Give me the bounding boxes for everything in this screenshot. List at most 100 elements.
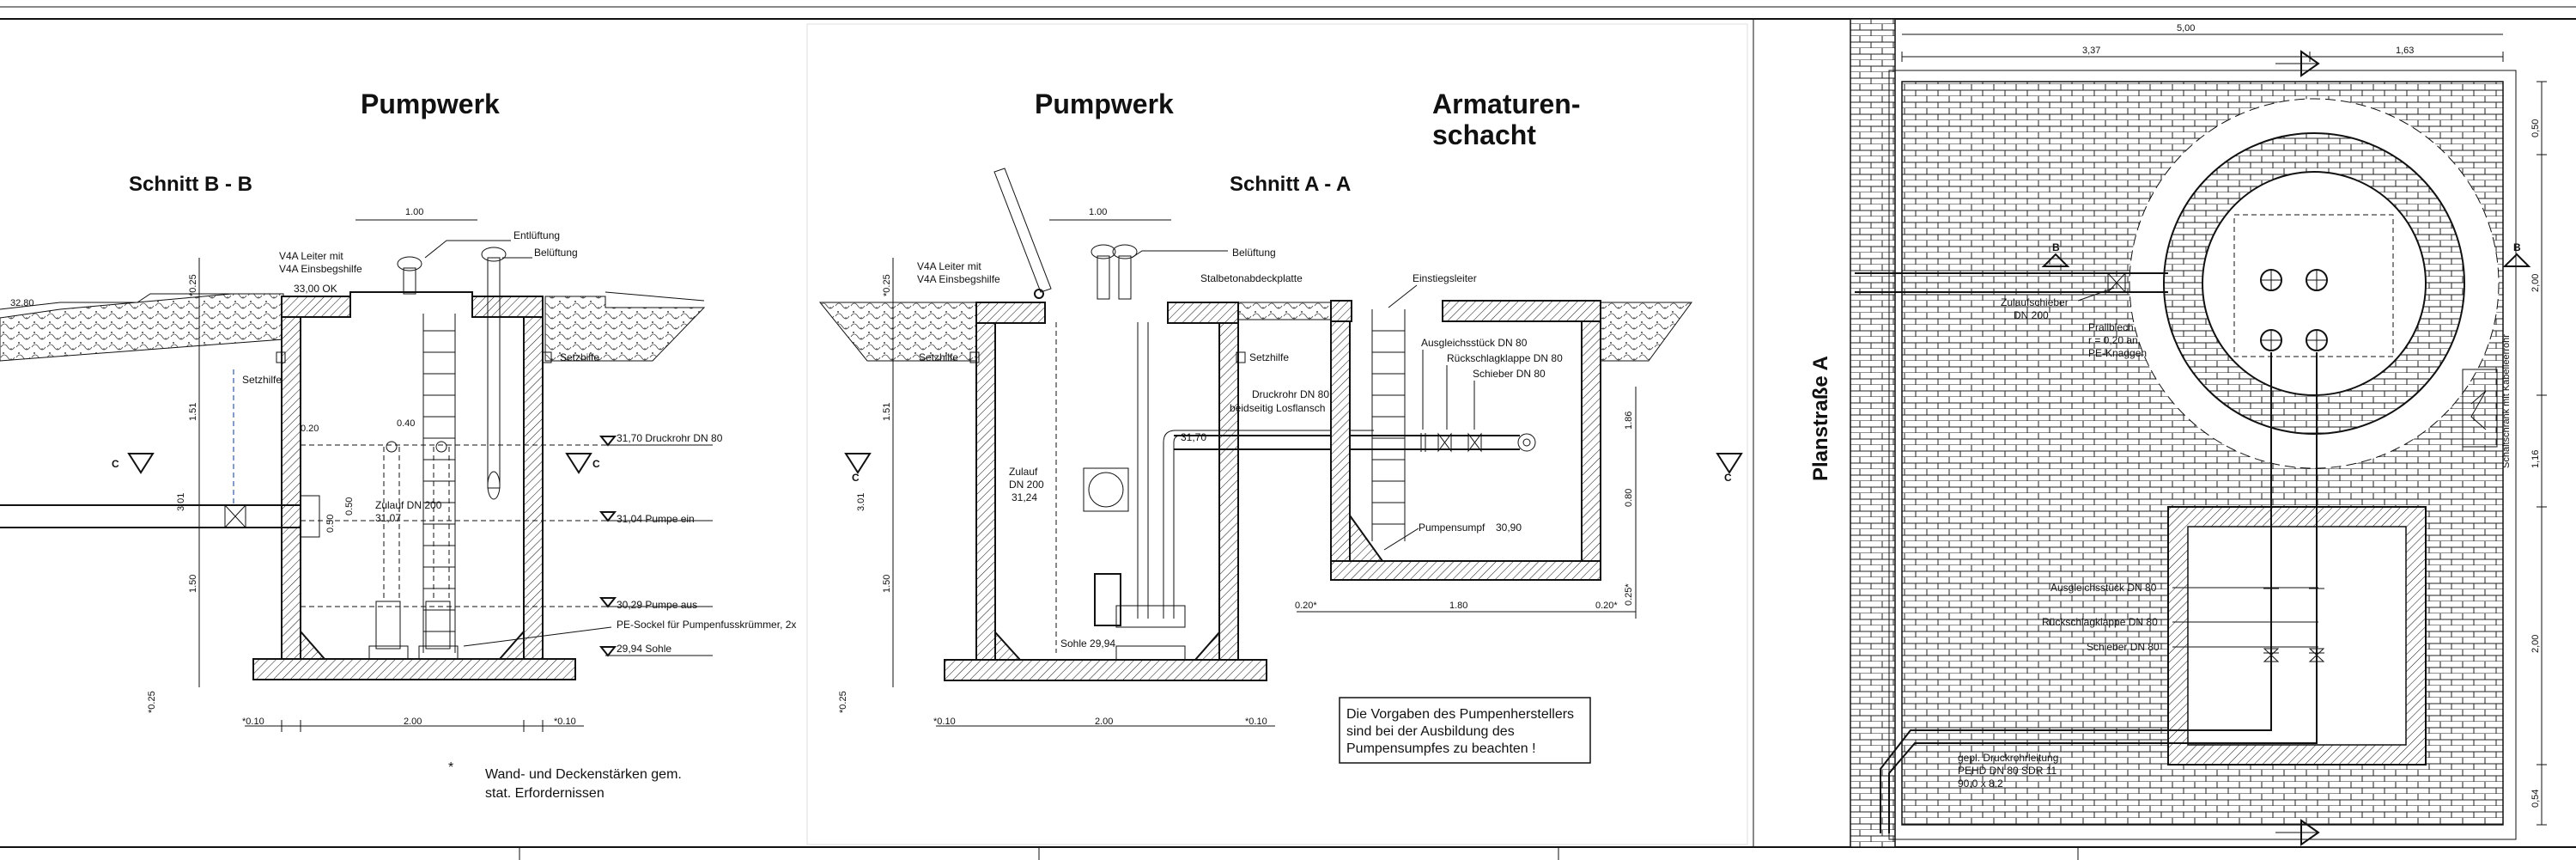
sheet-frame <box>0 6 2576 860</box>
dim-bottom-mid: 2.00 <box>404 717 422 727</box>
benching-left <box>300 629 327 660</box>
panel-plan-view: Planstraße A <box>1809 18 2547 848</box>
label-zulaufschieber-1: Zulaufschieber <box>2001 296 2069 308</box>
dim3-right-a: 0,50 <box>2530 119 2541 137</box>
label-aeration: Belüftung <box>534 247 578 259</box>
label-setzhilfe-left: Setzhilfe <box>242 374 282 386</box>
dim-bottom-left: *0.10 <box>242 717 264 727</box>
street-name: Planstraße A <box>1809 356 1832 481</box>
dim-150: 1.50 <box>188 575 198 593</box>
dim2-bottom-mid: 2.00 <box>1095 717 1113 727</box>
dim2-301: 3.01 <box>856 493 866 511</box>
label-prallblech-3: PE-Knaggen <box>2088 347 2147 359</box>
dim2-chamber-mid: 1.80 <box>1449 601 1467 611</box>
dim3-top-total: 5,00 <box>2177 23 2195 34</box>
dim-bottom-right: *0.10 <box>554 717 576 727</box>
shaft-wall-right <box>523 296 544 660</box>
dim-050-a: 0.50 <box>325 515 336 533</box>
label-pumpe-ein: 31,04 Pumpe ein <box>617 513 695 525</box>
label-sohle-2: Sohle 29,94 <box>1060 637 1115 650</box>
dim-025-top: *0.25 <box>188 274 198 296</box>
ladder <box>422 314 456 653</box>
footnote-line-2: stat. Erfordernissen <box>485 786 605 801</box>
ground-left <box>0 293 284 362</box>
label-level-3090: 30,90 <box>1496 521 1522 534</box>
level-markers <box>301 436 713 657</box>
cover-right <box>471 296 544 318</box>
control-cabinet <box>2462 369 2498 448</box>
label-ventilation: Entlüftung <box>513 229 560 241</box>
chamber-wall-right <box>1581 300 1601 581</box>
inlet-pipe <box>0 495 320 538</box>
label-ladder-2a: V4A Leiter mit <box>917 260 981 272</box>
label-zulauf: Zulauf DN 200 <box>375 499 442 511</box>
inlet-opening <box>1088 472 1124 508</box>
label-prallblech-1: Prallblech <box>2088 321 2134 333</box>
dim2-186: 1.86 <box>1624 412 1634 430</box>
note-line-3: Pumpensumpfes zu beachten ! <box>1346 741 1536 756</box>
label-ausgleich-3: Ausgleichsstück DN 80 <box>2050 582 2157 594</box>
plan-pumps <box>2260 269 2328 704</box>
pump-riser <box>1083 322 1374 661</box>
label-zulauf-level: 31,07 <box>375 512 401 524</box>
label-druckrohr-level: 31,70 Druckrohr DN 80 <box>617 432 723 444</box>
dim-301: 3.01 <box>176 493 186 511</box>
label-ladder-2: V4A Einsbegshilfe <box>279 263 362 275</box>
shaft2-wall-right <box>1218 302 1239 661</box>
dim2-bottom-right: *0.10 <box>1245 717 1267 727</box>
panel1-section: Schnitt B - B <box>129 173 252 196</box>
label-zulauf-2b: DN 200 <box>1009 479 1044 491</box>
dim-025-bottom: *0.25 <box>147 691 157 713</box>
ground-level: 32,80 <box>10 298 34 308</box>
panel2-title2-line1: Armaturen- <box>1432 88 1580 119</box>
label-setzhilfe-right: Setzhilfe <box>560 351 599 363</box>
dim2-025-top: *0.25 <box>882 274 892 296</box>
label-rueckschlag-3: Rückschlagklappe DN 80 <box>2042 616 2158 628</box>
aeration-cap <box>481 247 507 262</box>
label-pumpensumpf: Pumpensumpf <box>1419 521 1485 534</box>
panel2-title: Pumpwerk <box>1035 88 1174 119</box>
dim-151: 1.51 <box>188 403 198 421</box>
label-rueckschlag-2: Rückschlagklappe DN 80 <box>1447 352 1563 364</box>
label-schieber-2: Schieber DN 80 <box>1473 368 1546 380</box>
panel1-title: Pumpwerk <box>361 88 500 119</box>
b-left-label: B <box>2052 241 2060 253</box>
label-level-3170: 31,70 <box>1181 431 1206 443</box>
label-druckrohr-2a: Druckrohr DN 80 <box>1252 388 1329 400</box>
label-ok-level: 33,00 OK <box>294 283 337 295</box>
c-right-label-2: C <box>1724 472 1732 484</box>
ground-right <box>544 296 706 362</box>
label-pe-sockel: PE-Sockel für Pumpenfusskrümmer, 2x <box>617 619 796 631</box>
label-setzhilfe-left-2: Setzhilfe <box>919 351 958 363</box>
cover-left <box>281 296 351 318</box>
label-ladder-1: V4A Leiter mit <box>279 250 343 262</box>
label-zulaufschieber-2: DN 200 <box>2014 309 2049 321</box>
b-right-label: B <box>2513 241 2521 253</box>
footnote-star: * <box>448 760 453 775</box>
chamber-base <box>1330 560 1601 581</box>
open-hatch-lid <box>993 168 1052 293</box>
dim3-top-b: 1,63 <box>2396 46 2414 56</box>
dim3-right-d: 2,00 <box>2530 635 2541 653</box>
note-box <box>1339 697 1591 764</box>
ground-mid-2 <box>1227 302 1340 320</box>
c-left-label: C <box>112 458 119 470</box>
label-druckrohr-2b: beidseitig Losflansch <box>1230 402 1325 414</box>
dim-020: 0.20 <box>301 424 319 434</box>
label-druck-1: gepl. Druckrohrleitung <box>1958 752 2058 764</box>
dim2-025-bottom: *0.25 <box>838 691 848 713</box>
section-mark-c-right <box>565 453 592 474</box>
shaft-base <box>252 658 576 680</box>
ventilation-cap <box>397 256 422 271</box>
note-line-2: sind bei der Ausbildung des <box>1346 724 1515 739</box>
label-sohle: 29,94 Sohle <box>617 643 671 655</box>
dim2-bottom-left: *0.10 <box>933 717 956 727</box>
label-druck-2: PEHD DN 80 SDR 11 <box>1958 765 2057 777</box>
dimensions-panel2: 1.00 *0.25 1.51 3.01 1.50 *0.25 *0.10 2.… <box>838 207 1637 727</box>
dim3-right-e: 0,54 <box>2530 790 2541 808</box>
shaft2-base <box>944 659 1267 681</box>
label-aeration-2: Belüftung <box>1232 247 1276 259</box>
c-right-label: C <box>592 458 600 470</box>
label-ladder-2b: V4A Einsbegshilfe <box>917 273 1000 285</box>
